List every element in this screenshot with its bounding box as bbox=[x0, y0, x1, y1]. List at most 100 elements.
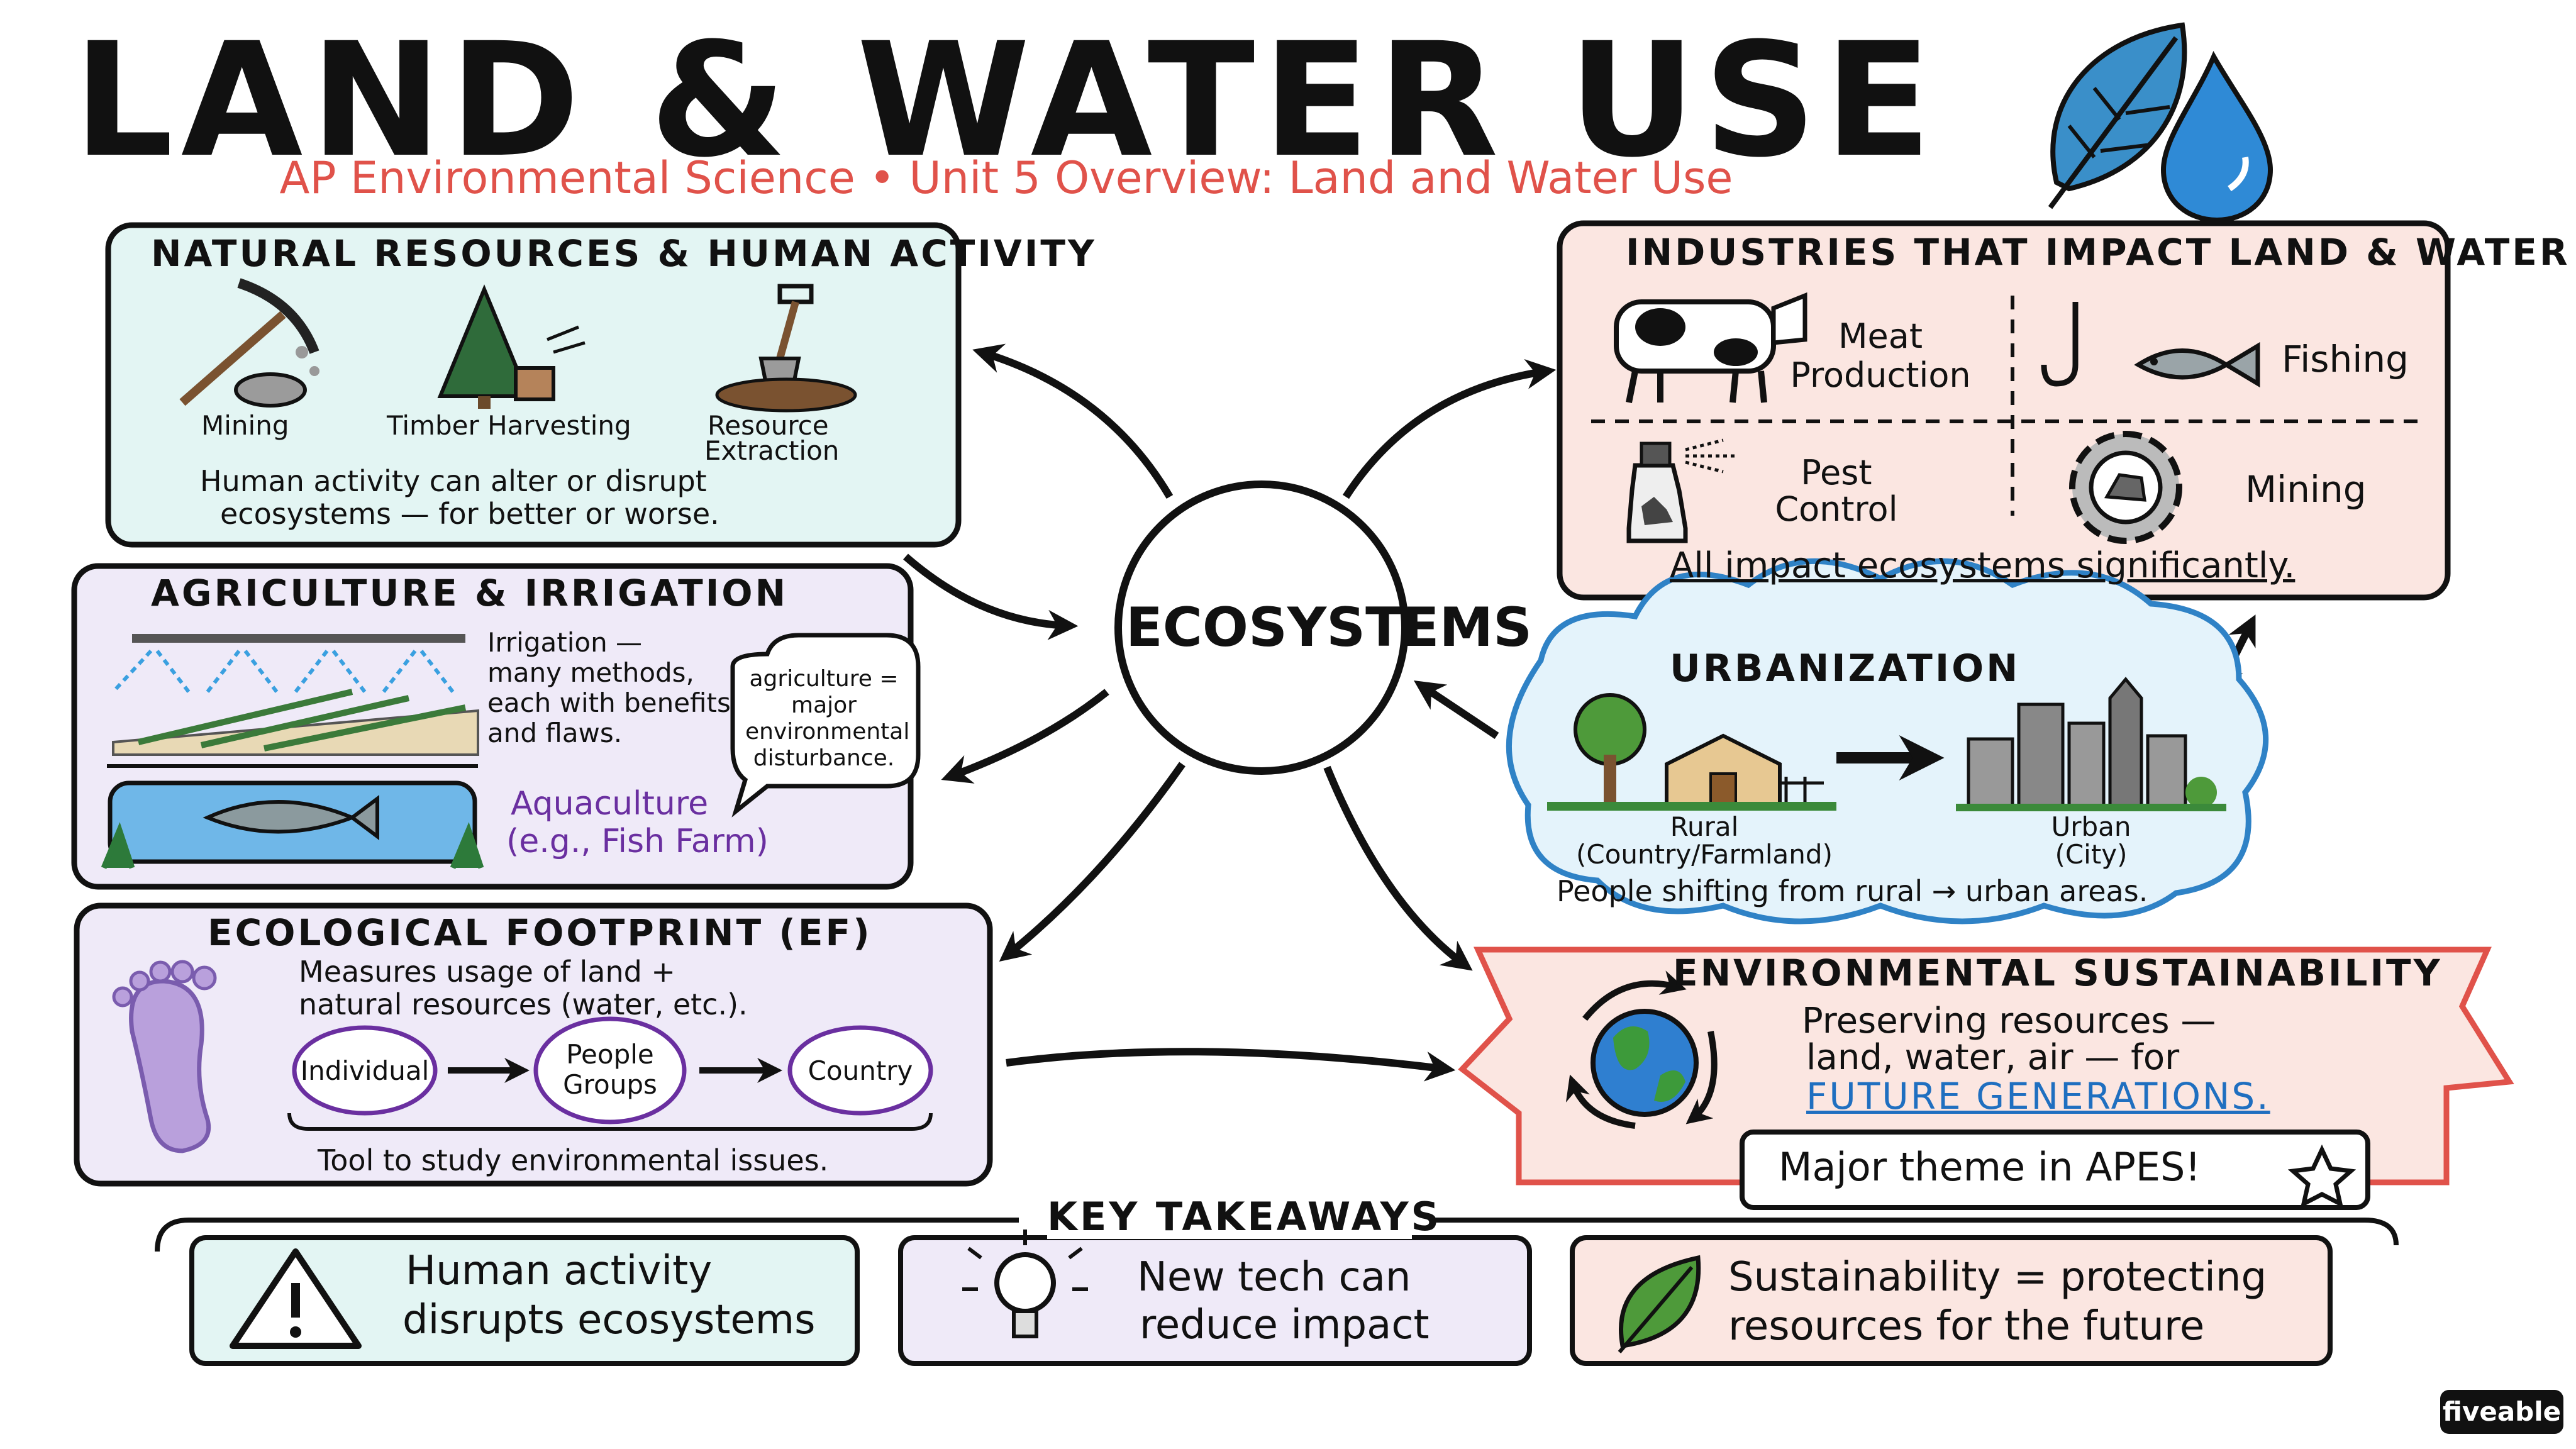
pickaxe-icon bbox=[179, 278, 319, 408]
sustainability-line-1: Preserving resources — bbox=[1802, 1001, 2216, 1041]
urban-label: Urban bbox=[2051, 811, 2131, 842]
label-production: Production bbox=[1790, 355, 1971, 395]
industries-note: All impact ecosystems significantly. bbox=[1670, 545, 2296, 586]
footprint-heading: ECOLOGICAL FOOTPRINT (EF) bbox=[208, 911, 872, 954]
takeaway-1-line-1: Human activity bbox=[406, 1248, 713, 1294]
scale-country: Country bbox=[808, 1055, 913, 1086]
leaf-small-icon bbox=[1618, 1255, 1701, 1353]
theme-callout-text: Major theme in APES! bbox=[1779, 1144, 2201, 1190]
takeaway-1-line-2: disrupts ecosystems bbox=[402, 1297, 816, 1343]
lightbulb-icon bbox=[962, 1230, 1088, 1338]
scale-groups: Groups bbox=[563, 1069, 657, 1100]
takeaway-card-3 bbox=[1570, 1235, 2333, 1366]
label-pest: Pest bbox=[1801, 453, 1872, 492]
speech-bubble bbox=[730, 633, 921, 818]
warning-icon bbox=[230, 1248, 362, 1349]
takeaways-bracket bbox=[155, 1218, 2399, 1252]
arrow-to-natural-resources bbox=[972, 343, 1174, 499]
spray-bottle-icon bbox=[1626, 438, 1736, 543]
ecosystems-hub bbox=[1114, 480, 1409, 775]
rural-caption: (Country/Farmland) bbox=[1576, 839, 1833, 870]
scale-groups-oval bbox=[533, 1016, 687, 1124]
leaf-icon bbox=[2048, 22, 2187, 209]
footprint-line-2: natural resources (water, etc.). bbox=[299, 987, 748, 1021]
takeaway-2-line-1: New tech can bbox=[1137, 1254, 1411, 1301]
arrow-from-urbanization bbox=[1414, 680, 1499, 739]
industries-heading: INDUSTRIES THAT IMPACT LAND & WATER bbox=[1626, 231, 2570, 274]
arrow-to-industries bbox=[1342, 359, 1557, 499]
scale-country-oval bbox=[787, 1025, 933, 1116]
scale-people: People bbox=[566, 1039, 654, 1070]
arrow-to-sustainability bbox=[1323, 765, 1473, 971]
natural-resources-note-2: ecosystems — for better or worse. bbox=[220, 497, 719, 531]
label-mining-industry: Mining bbox=[2245, 468, 2367, 511]
ecosystems-label: ECOSYSTEMS bbox=[1126, 596, 1533, 659]
footprint-note: Tool to study environmental issues. bbox=[318, 1143, 829, 1177]
sustainability-line-3: FUTURE GENERATIONS. bbox=[1806, 1075, 2270, 1118]
label-extraction: Extraction bbox=[704, 435, 840, 466]
industries-panel bbox=[1557, 220, 2451, 601]
footprint-panel bbox=[74, 902, 993, 1187]
leaf-drop-logo bbox=[2048, 22, 2273, 223]
arrow-to-agriculture-lower bbox=[941, 689, 1109, 784]
takeaway-card-1 bbox=[189, 1235, 860, 1366]
natural-resources-note-1: Human activity can alter or disrupt bbox=[200, 464, 707, 498]
label-control: Control bbox=[1775, 489, 1898, 529]
irrigation-line-2: many methods, bbox=[487, 657, 694, 688]
shovel-icon bbox=[715, 284, 857, 413]
natural-resources-heading: NATURAL RESOURCES & HUMAN ACTIVITY bbox=[151, 232, 1097, 275]
irrigation-line-4: and flaws. bbox=[487, 718, 623, 748]
footprint-line-1: Measures usage of land + bbox=[299, 955, 675, 989]
gear-ore-icon bbox=[2069, 431, 2182, 544]
irrigation-line-1: Irrigation — bbox=[487, 627, 643, 658]
arrow-from-agriculture bbox=[903, 553, 1079, 640]
irrigation-line-3: each with benefits bbox=[487, 687, 731, 718]
takeaway-3-line-1: Sustainability = protecting bbox=[1728, 1254, 2267, 1301]
rural-label: Rural bbox=[1670, 811, 1739, 842]
theme-callout bbox=[1740, 1130, 2370, 1210]
water-drop-icon bbox=[2160, 51, 2273, 223]
footprint-icon bbox=[112, 960, 217, 1153]
label-mining: Mining bbox=[201, 410, 289, 441]
cow-icon bbox=[1614, 292, 1807, 403]
label-timber-harvesting: Timber Harvesting bbox=[387, 410, 631, 441]
fishhook-fish-icon bbox=[2041, 302, 2260, 388]
earth-recycle-icon bbox=[1565, 970, 1718, 1129]
city-icon bbox=[1956, 677, 2226, 811]
sustainability-heading: ENVIRONMENTAL SUSTAINABILITY bbox=[1673, 952, 2443, 994]
page-subtitle: AP Environmental Science • Unit 5 Overvi… bbox=[279, 152, 1733, 204]
label-meat: Meat bbox=[1838, 316, 1923, 356]
tree-stump-icon bbox=[437, 284, 586, 409]
scale-individual: Individual bbox=[300, 1055, 430, 1086]
urbanization-heading: URBANIZATION bbox=[1670, 647, 2021, 691]
agriculture-heading: AGRICULTURE & IRRIGATION bbox=[151, 572, 789, 614]
label-resource: Resource bbox=[708, 410, 829, 441]
arrow-footprint-to-sustainability bbox=[1006, 1048, 1456, 1082]
star-icon bbox=[2287, 1144, 2357, 1208]
farm-icon bbox=[1547, 693, 1836, 811]
arrow-to-footprint bbox=[999, 762, 1185, 962]
urbanization-cloud bbox=[1506, 558, 2269, 924]
scale-bracket bbox=[287, 1113, 933, 1131]
page-title: LAND & WATER USE bbox=[73, 9, 1940, 192]
fish-pond-icon bbox=[101, 780, 484, 869]
brand-badge bbox=[2440, 1390, 2563, 1434]
bubble-line-2: major bbox=[791, 692, 857, 718]
aquaculture-example: (e.g., Fish Farm) bbox=[506, 823, 769, 860]
label-fishing: Fishing bbox=[2282, 338, 2409, 380]
bubble-line-4: disturbance. bbox=[753, 745, 895, 771]
sustainability-banner bbox=[1458, 947, 2514, 1185]
sustainability-line-2: land, water, air — for bbox=[1806, 1037, 2180, 1078]
takeaway-3-line-2: resources for the future bbox=[1728, 1303, 2205, 1350]
urbanization-note: People shifting from rural → urban areas… bbox=[1557, 874, 2148, 908]
bubble-line-3: environmental bbox=[745, 719, 910, 745]
brand-name[interactable]: fiveable bbox=[2442, 1396, 2562, 1427]
scale-individual-oval bbox=[292, 1025, 438, 1116]
sprinkler-field-icon bbox=[111, 634, 479, 756]
bubble-line-1: agriculture = bbox=[749, 666, 899, 692]
takeaway-2-line-2: reduce impact bbox=[1140, 1302, 1430, 1348]
takeaways-heading: KEY TAKEAWAYS bbox=[1047, 1194, 1442, 1240]
aquaculture-label: Aquaculture bbox=[511, 785, 709, 823]
urban-caption: (City) bbox=[2055, 839, 2128, 870]
